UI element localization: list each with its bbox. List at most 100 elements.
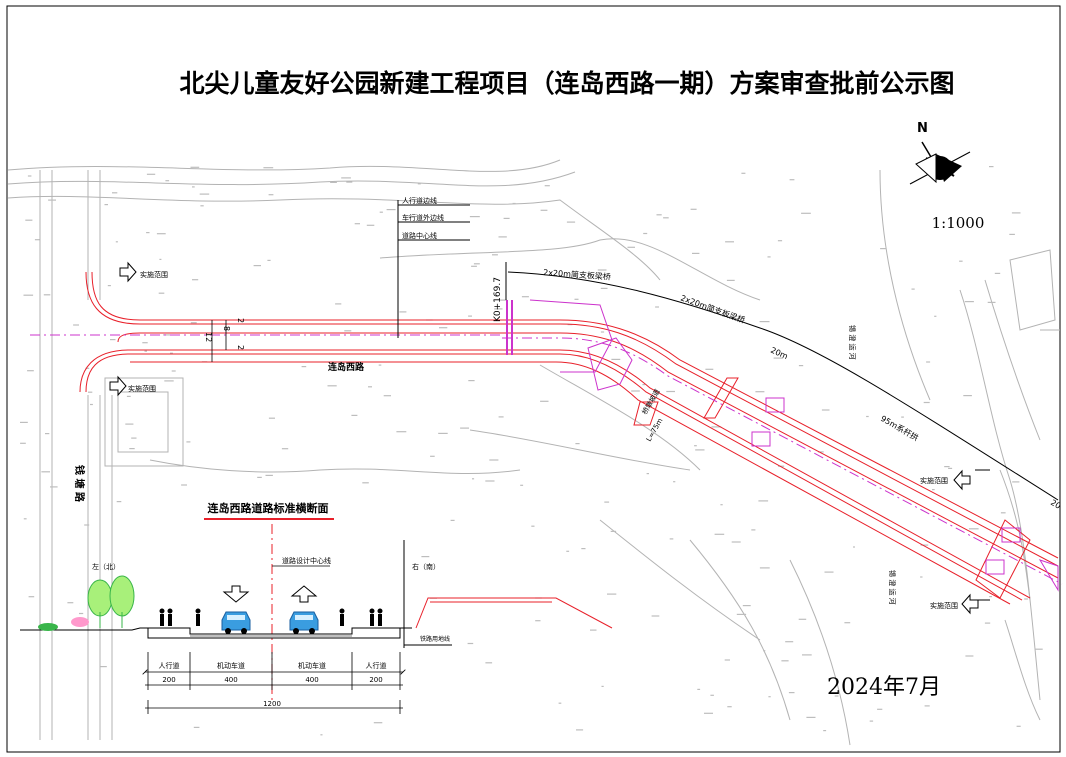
survey-mark	[994, 272, 1001, 274]
car-icon-left	[221, 611, 251, 634]
survey-mark	[948, 467, 953, 469]
survey-mark	[268, 417, 275, 419]
survey-mark	[911, 288, 915, 290]
survey-mark	[146, 387, 155, 389]
survey-mark	[544, 185, 550, 187]
survey-mark	[27, 370, 34, 372]
survey-mark	[869, 720, 874, 722]
survey-mark	[186, 441, 191, 443]
section-part-width-3: 400	[305, 676, 318, 684]
survey-mark	[785, 641, 794, 643]
survey-mark	[450, 519, 455, 521]
impl-range-arrow-2	[109, 375, 127, 397]
survey-mark	[801, 212, 811, 214]
survey-mark	[417, 183, 421, 185]
width-12: 12	[204, 332, 213, 342]
survey-mark	[20, 442, 26, 444]
survey-mark	[788, 692, 795, 694]
survey-mark	[646, 473, 649, 475]
survey-mark	[438, 432, 448, 434]
survey-mark	[171, 370, 176, 372]
survey-mark	[576, 729, 584, 731]
survey-mark	[880, 248, 887, 250]
survey-mark	[768, 696, 771, 698]
survey-mark	[386, 209, 396, 211]
survey-mark	[802, 654, 812, 656]
survey-mark	[489, 459, 499, 461]
survey-mark	[129, 448, 135, 450]
survey-mark	[597, 269, 607, 271]
survey-mark	[1024, 598, 1028, 600]
survey-mark	[923, 401, 930, 404]
survey-mark	[368, 386, 372, 388]
tree-icon	[87, 575, 135, 628]
survey-mark	[346, 181, 353, 183]
survey-mark	[146, 232, 150, 234]
impl-range-label-2: 实施范围	[128, 384, 156, 393]
impl-range-label-1: 实施范围	[140, 270, 168, 279]
survey-mark	[144, 350, 147, 352]
survey-mark	[67, 602, 74, 604]
drawing-frame	[6, 5, 1061, 753]
survey-mark	[73, 324, 79, 326]
survey-mark	[531, 525, 535, 527]
survey-mark	[695, 449, 705, 451]
survey-mark	[100, 666, 107, 668]
survey-mark	[79, 612, 84, 615]
survey-mark	[467, 642, 474, 645]
survey-mark	[924, 705, 930, 707]
survey-mark	[327, 385, 337, 387]
survey-mark	[932, 489, 935, 491]
survey-mark	[350, 368, 354, 370]
survey-mark	[500, 299, 507, 301]
survey-mark	[485, 662, 493, 664]
survey-mark	[705, 368, 714, 370]
section-part-width-1: 200	[162, 676, 175, 684]
survey-mark	[575, 443, 580, 445]
survey-mark	[84, 524, 90, 526]
rail-embankment	[415, 597, 613, 629]
survey-mark	[789, 179, 795, 181]
river-label-1: 锡 澄 运 河	[848, 325, 857, 360]
survey-mark	[724, 659, 730, 661]
survey-mark	[192, 279, 199, 281]
shrub-icon	[38, 617, 89, 631]
survey-mark	[164, 380, 174, 382]
survey-mark	[666, 390, 675, 393]
survey-mark	[520, 484, 524, 486]
survey-mark	[763, 650, 766, 652]
drawing-date: 2024年7月	[827, 675, 941, 700]
survey-mark	[759, 321, 770, 323]
survey-mark	[643, 232, 648, 235]
survey-mark	[50, 486, 58, 488]
survey-mark	[492, 254, 498, 256]
span-20m-b: 20	[1049, 498, 1062, 511]
section-part-label-3: 机动车道	[298, 661, 326, 670]
survey-mark	[844, 622, 851, 624]
survey-mark	[281, 448, 289, 450]
section-profile	[20, 540, 452, 648]
width-2b: 2	[236, 345, 245, 350]
north-label: N	[917, 121, 928, 136]
survey-mark	[777, 240, 783, 242]
survey-mark	[607, 593, 617, 595]
road-plan	[79, 271, 1059, 605]
section-part-width-4: 200	[369, 676, 382, 684]
survey-mark	[1012, 481, 1020, 483]
leader-carriageway: 车行道外边线	[402, 213, 444, 222]
survey-mark	[574, 298, 579, 300]
survey-mark	[110, 339, 116, 341]
survey-mark	[823, 730, 827, 732]
survey-mark	[48, 199, 56, 201]
survey-mark	[655, 306, 659, 308]
survey-mark	[163, 334, 171, 336]
survey-mark	[366, 224, 375, 226]
section-title: 连岛西路道路标准横断面	[208, 501, 329, 515]
survey-mark	[330, 181, 337, 183]
impl-range-label-4: 实施范围	[930, 601, 958, 610]
survey-mark	[116, 501, 122, 503]
survey-mark	[727, 706, 732, 708]
survey-mark	[1034, 648, 1043, 650]
drawing-title: 北尖儿童友好公园新建工程项目（连岛西路一期）方案审查批前公示图	[179, 69, 954, 98]
survey-mark	[690, 208, 697, 210]
